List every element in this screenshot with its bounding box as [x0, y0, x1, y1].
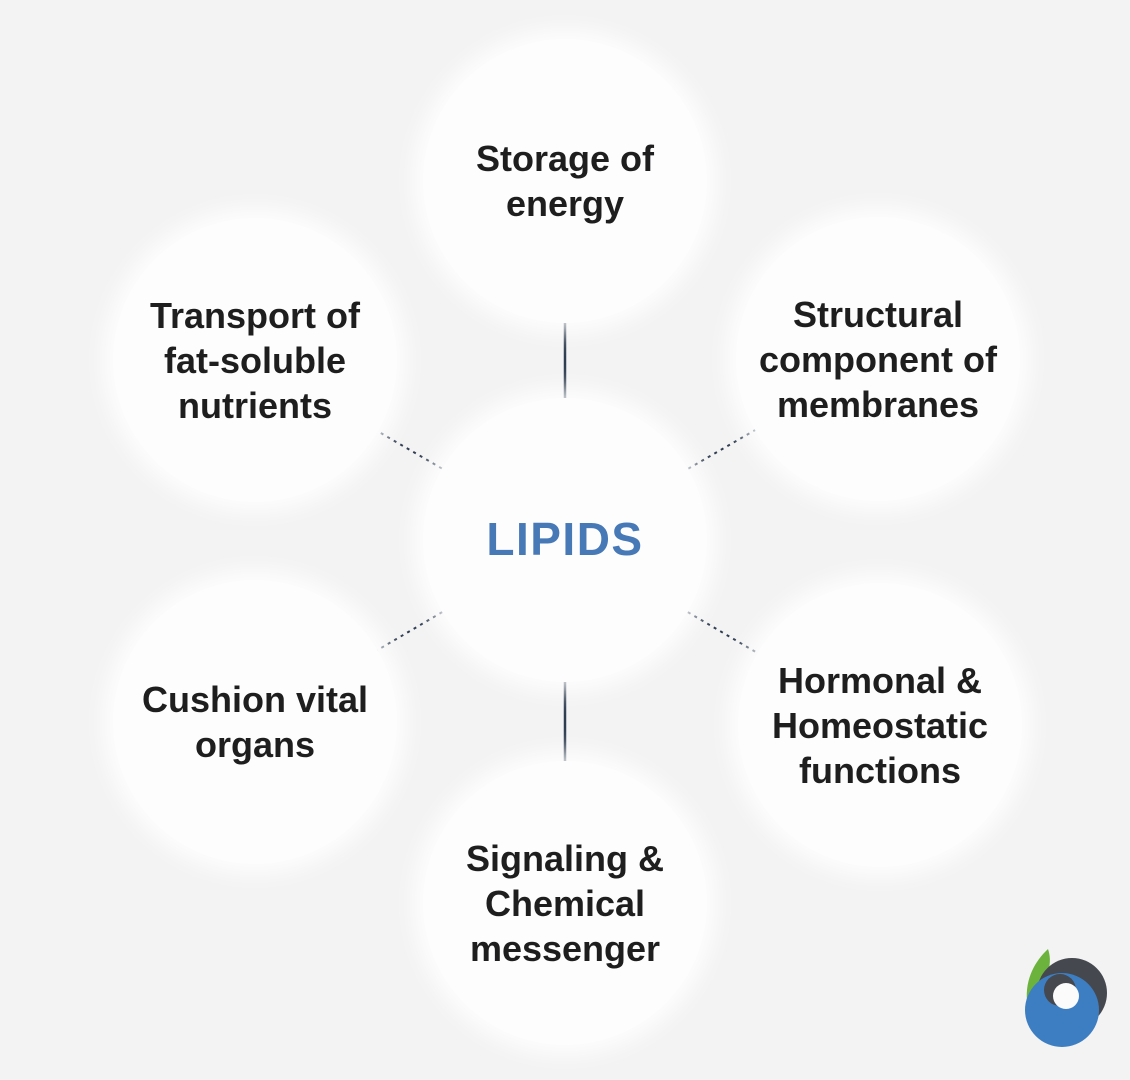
node-label: Cushion vital organs	[141, 679, 369, 765]
node-cushion-vital-organs: Cushion vital organs	[113, 580, 397, 864]
node-label: Transport of fat-soluble nutrients	[149, 294, 360, 426]
node-label: Storage of energy	[475, 138, 654, 224]
node-transport-nutrients: Transport of fat-soluble nutrients	[113, 218, 397, 502]
node-structural-component: Structural component of membranes	[736, 217, 1020, 501]
center-title: LIPIDS	[486, 513, 644, 566]
node-center-lipids: LIPIDS	[423, 398, 707, 682]
brand-logo	[1008, 946, 1108, 1056]
node-hormonal-homeostatic: Hormonal & Homeostatic functions	[738, 583, 1022, 867]
node-signaling-messenger: Signaling & Chemical messenger	[423, 761, 707, 1045]
node-storage-of-energy: Storage of energy	[423, 39, 707, 323]
node-label: Signaling & Chemical messenger	[466, 837, 664, 969]
node-label: Hormonal & Homeostatic functions	[771, 659, 989, 791]
b-leaf-logo-icon	[1025, 949, 1107, 1047]
node-label: Structural component of membranes	[759, 293, 997, 425]
